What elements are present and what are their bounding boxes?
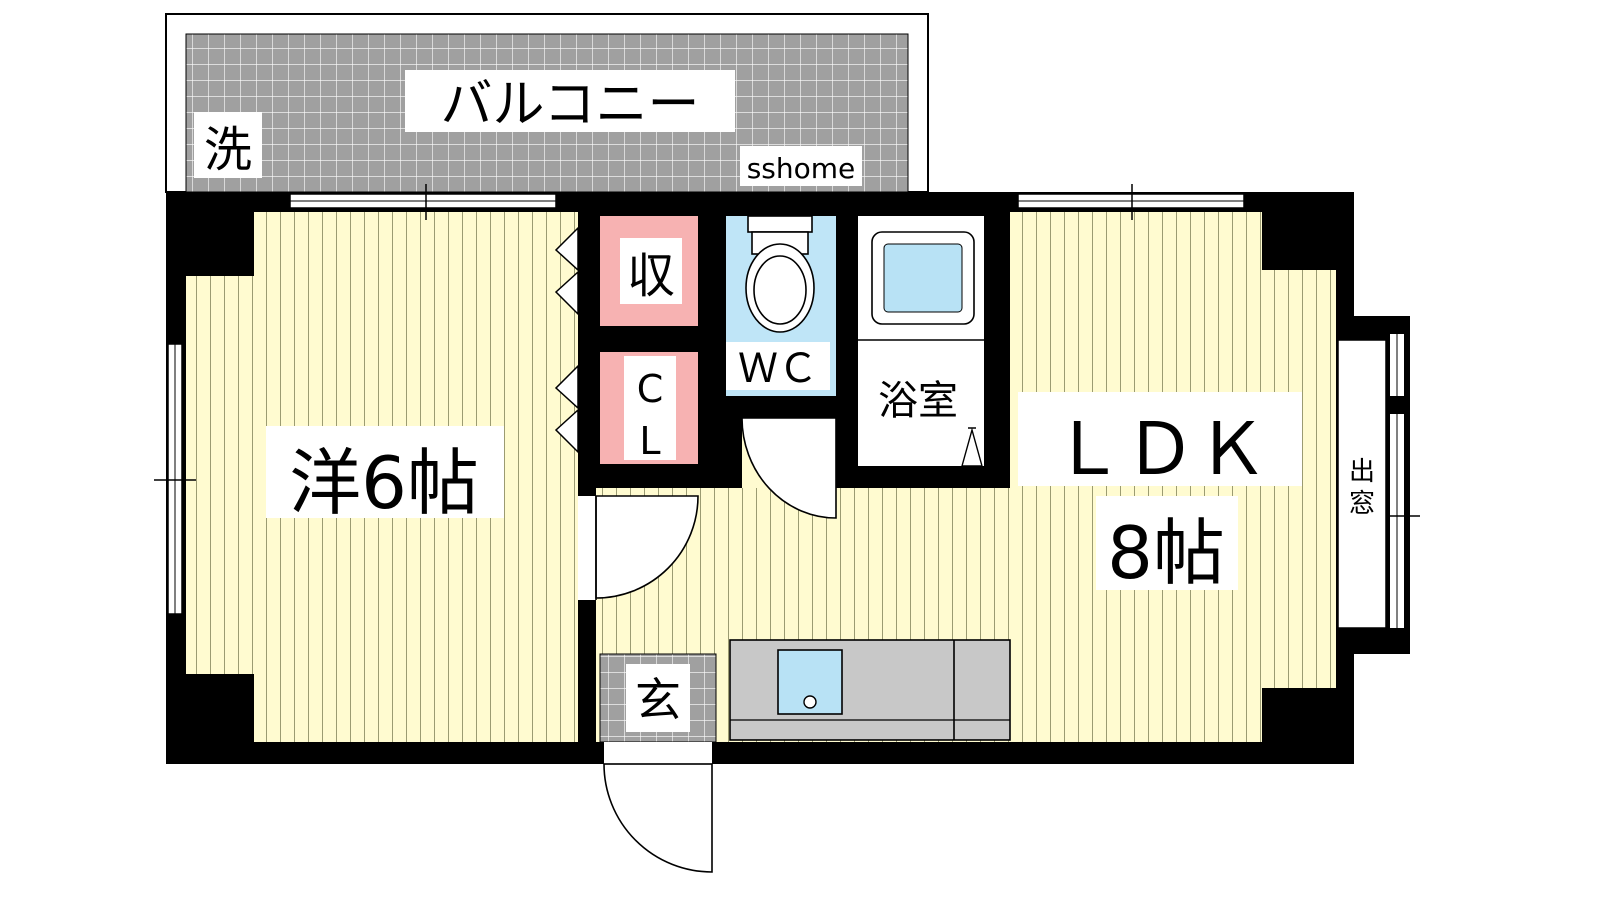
sink-drain-icon	[803, 695, 817, 709]
closet-c-label: C	[637, 367, 664, 411]
toilet-icon	[745, 215, 815, 333]
bathroom: 浴室	[836, 212, 1010, 488]
bay-window: 出 窓	[1337, 334, 1420, 629]
bay-window-label-1: 出	[1349, 457, 1375, 487]
west-window	[154, 343, 196, 615]
entrance-label: 玄	[635, 673, 681, 727]
bath-label: 浴室	[878, 378, 958, 424]
storage-label: 収	[627, 248, 675, 304]
kitchen-counter	[729, 639, 1011, 741]
western-room-label: 洋6帖	[289, 441, 479, 525]
storage-closet: 収 C L	[554, 212, 720, 488]
balcony-label: バルコニー	[441, 75, 700, 135]
watermark-text: sshome	[747, 152, 856, 185]
balcony-window-east	[1017, 184, 1245, 220]
wc-room: ＷＣ	[720, 212, 837, 519]
bay-window-label-2: 窓	[1349, 489, 1375, 519]
ldk-size-label: 8帖	[1107, 511, 1225, 595]
ldk-label: ＬＤＫ	[1052, 407, 1268, 491]
wc-label: ＷＣ	[738, 346, 818, 392]
closet-l-label: L	[639, 419, 660, 463]
western-room-door	[578, 495, 699, 600]
balcony-window-west	[289, 184, 557, 220]
entrance: 玄	[599, 653, 717, 873]
balcony: バルコニー 洗 sshome	[165, 13, 929, 193]
laundry-label: 洗	[204, 122, 252, 178]
